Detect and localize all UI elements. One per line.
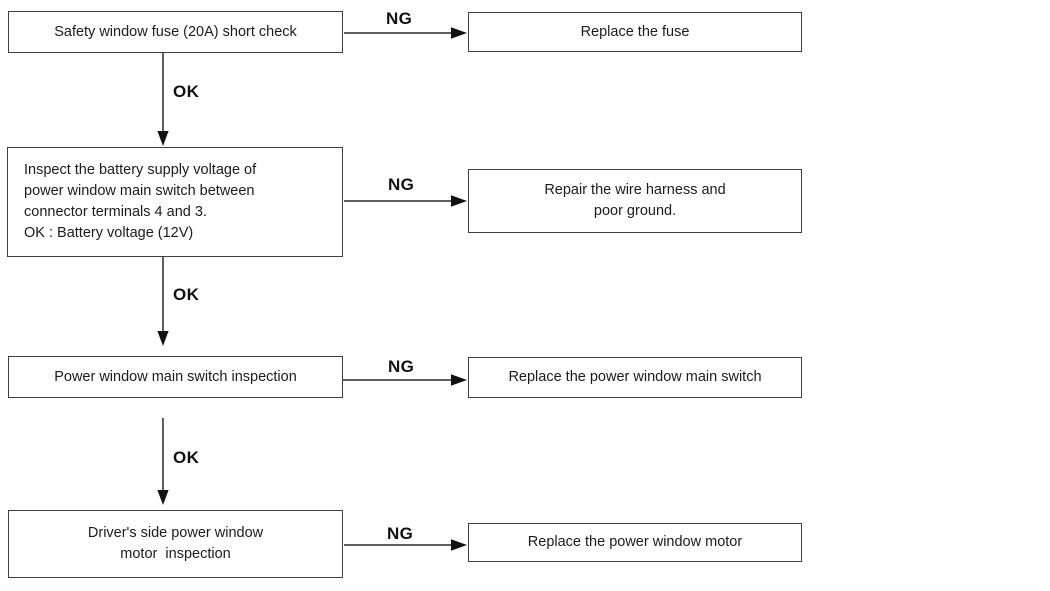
step-text: Safety window fuse (20A) short check [54,23,297,40]
ok-arrow-1 [157,53,169,146]
action-text: Replace the fuse [580,23,690,40]
ok-arrow-3 [157,418,169,505]
step-text: Inspect the battery supply voltage of [24,162,257,178]
ok-arrow-3-head [157,490,169,505]
ok-arrow-1-head [157,131,169,146]
step-text: power window main switch between [24,183,255,199]
ng-arrow-3 [343,374,467,386]
step-box-battery-voltage-inspect: Inspect the battery supply voltage of po… [7,147,343,257]
ok-arrow-2 [157,256,169,346]
ng-arrow-1 [344,27,467,39]
action-box-replace-main-switch: Replace the power window main switch [468,357,802,398]
ok-arrow-2-head [157,331,169,346]
step-text: connector terminals 4 and 3. [24,204,207,220]
ok-label-2: OK [173,285,200,304]
step-text: motor inspection [120,546,231,562]
step-box-motor-inspection: Driver's side power window motor inspect… [8,510,343,578]
ok-label-3: OK [173,448,200,467]
ng-arrow-2-head [451,195,467,207]
action-box-replace-motor: Replace the power window motor [468,523,802,562]
action-text: poor ground. [593,203,677,219]
ng-label-1: NG [386,9,413,28]
step-box-fuse-short-check: Safety window fuse (20A) short check [8,11,343,53]
ok-label-1: OK [173,82,200,101]
ng-label-4: NG [387,524,414,543]
action-text: Replace the power window main switch [508,369,762,385]
action-box-repair-wire-harness: Repair the wire harness and poor ground. [468,169,802,233]
step-text: OK : Battery voltage (12V) [24,225,194,241]
ng-arrow-1-head [451,27,467,39]
action-text: Replace the power window motor [527,534,743,550]
action-box-replace-fuse: Replace the fuse [468,12,802,52]
action-text: Repair the wire harness and [544,182,726,198]
step-text: Power window main switch inspection [54,368,297,385]
step-text: Driver's side power window [87,525,264,541]
ng-label-2: NG [388,175,415,194]
ng-arrow-3-head [451,374,467,386]
ng-label-3: NG [388,357,415,376]
ng-arrow-2 [344,195,467,207]
ng-arrow-4-head [451,539,467,551]
step-box-main-switch-inspection: Power window main switch inspection [8,356,343,398]
ng-arrow-4 [344,539,467,551]
